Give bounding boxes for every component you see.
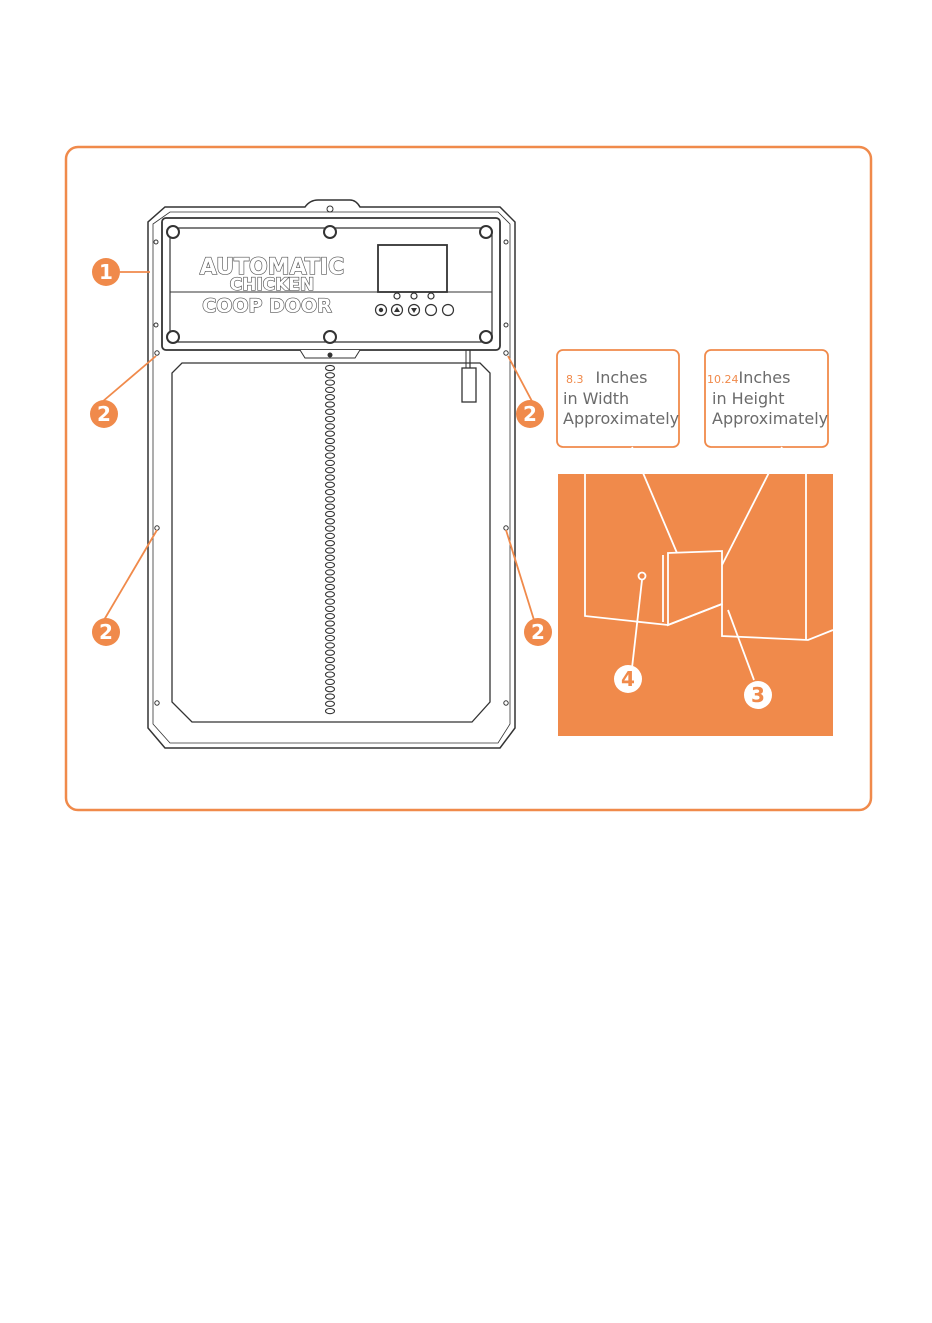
installation-illustration [558,474,833,736]
chain-link [326,402,335,407]
chain-link [326,548,335,553]
chain-link [326,628,335,633]
chain-link [326,701,335,706]
chain-link [326,709,335,714]
chain-link [326,482,335,487]
callout-2: 2 [523,402,537,426]
mode-button [443,305,454,316]
chain-link [326,475,335,480]
chain-link [326,511,335,516]
chain-link [326,592,335,597]
chain-link [326,570,335,575]
callout-3: 3 [751,683,765,707]
chain-link [326,533,335,538]
chain-link [326,606,335,611]
chain-link [326,490,335,495]
chain-link [326,599,335,604]
chain-link [326,665,335,670]
chain-link [326,563,335,568]
chain-link [326,387,335,392]
chain-link [326,621,335,626]
chain-link [326,694,335,699]
callout-2: 2 [531,620,545,644]
chain-link [326,679,335,684]
width-line2: in Width [563,389,629,408]
chain-link [326,365,335,370]
chain-link [326,577,335,582]
width-line3: Approximately [563,409,679,428]
sensor-plug [462,368,476,402]
callout-4: 4 [621,667,635,691]
height-unit: Inches [739,368,791,387]
product-title-line2: CHICKEN [230,275,315,295]
chain-link [326,460,335,465]
chain-link [326,555,335,560]
chain-link [326,643,335,648]
lcd-screen [378,245,447,292]
height-line3: Approximately [712,409,828,428]
height-line2: in Height [712,389,785,408]
chain-link [326,424,335,429]
chain-link [326,446,335,451]
chain-link [326,504,335,509]
width-unit: Inches [596,368,648,387]
chain-link [326,584,335,589]
product-title-line3: COOP DOOR [202,295,332,317]
callout-2: 2 [99,620,113,644]
chain-link [326,519,335,524]
chain-link [326,373,335,378]
chain-link [326,657,335,662]
chain-link [326,395,335,400]
height-value: 10.24 [707,373,739,386]
chain-link [326,380,335,385]
width-value: 8.3 [566,373,584,386]
chain-link [326,431,335,436]
chain-link [326,636,335,641]
chain-link [326,497,335,502]
chain-link [326,438,335,443]
chain-link [326,541,335,546]
callout-2: 2 [97,402,111,426]
chain-link [326,417,335,422]
chain-link [326,650,335,655]
chain-link [326,526,335,531]
chain-link [326,614,335,619]
chain-link [326,409,335,414]
chain-link [326,687,335,692]
chain-link [326,453,335,458]
control-box [162,218,500,350]
callout-1: 1 [99,260,113,284]
chain-link [326,672,335,677]
chain-link [326,468,335,473]
set-button [426,305,437,316]
